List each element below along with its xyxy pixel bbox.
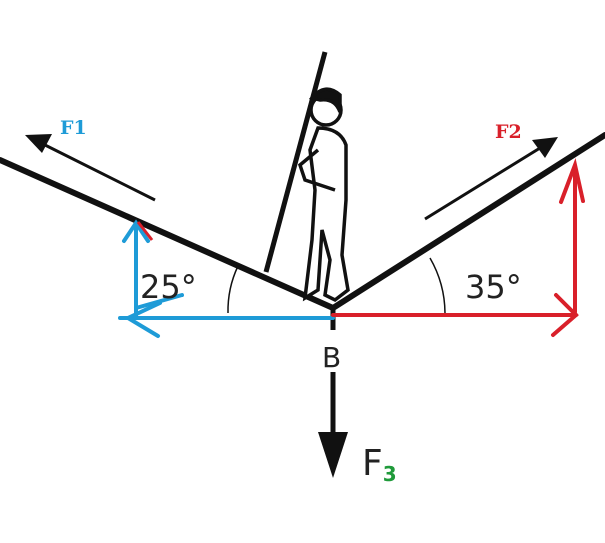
angle-right-label: 35° [465, 268, 522, 306]
f1-components [118, 219, 335, 338]
f3-arrow [318, 372, 348, 478]
point-b-label: B [322, 341, 341, 374]
f2-components [331, 158, 585, 337]
f1-label: F1 [60, 117, 87, 139]
f1-tip-mark [136, 221, 154, 241]
f2-label: F2 [495, 121, 522, 143]
f1-direction-arrow [25, 134, 156, 202]
f3-label: F3 [362, 443, 397, 486]
person-with-pole [263, 51, 350, 303]
f3-subscript: 3 [383, 462, 397, 486]
f2-direction-arrow [424, 137, 558, 221]
angle-left-label: 25° [140, 268, 197, 306]
angle-arcs [227, 257, 446, 314]
